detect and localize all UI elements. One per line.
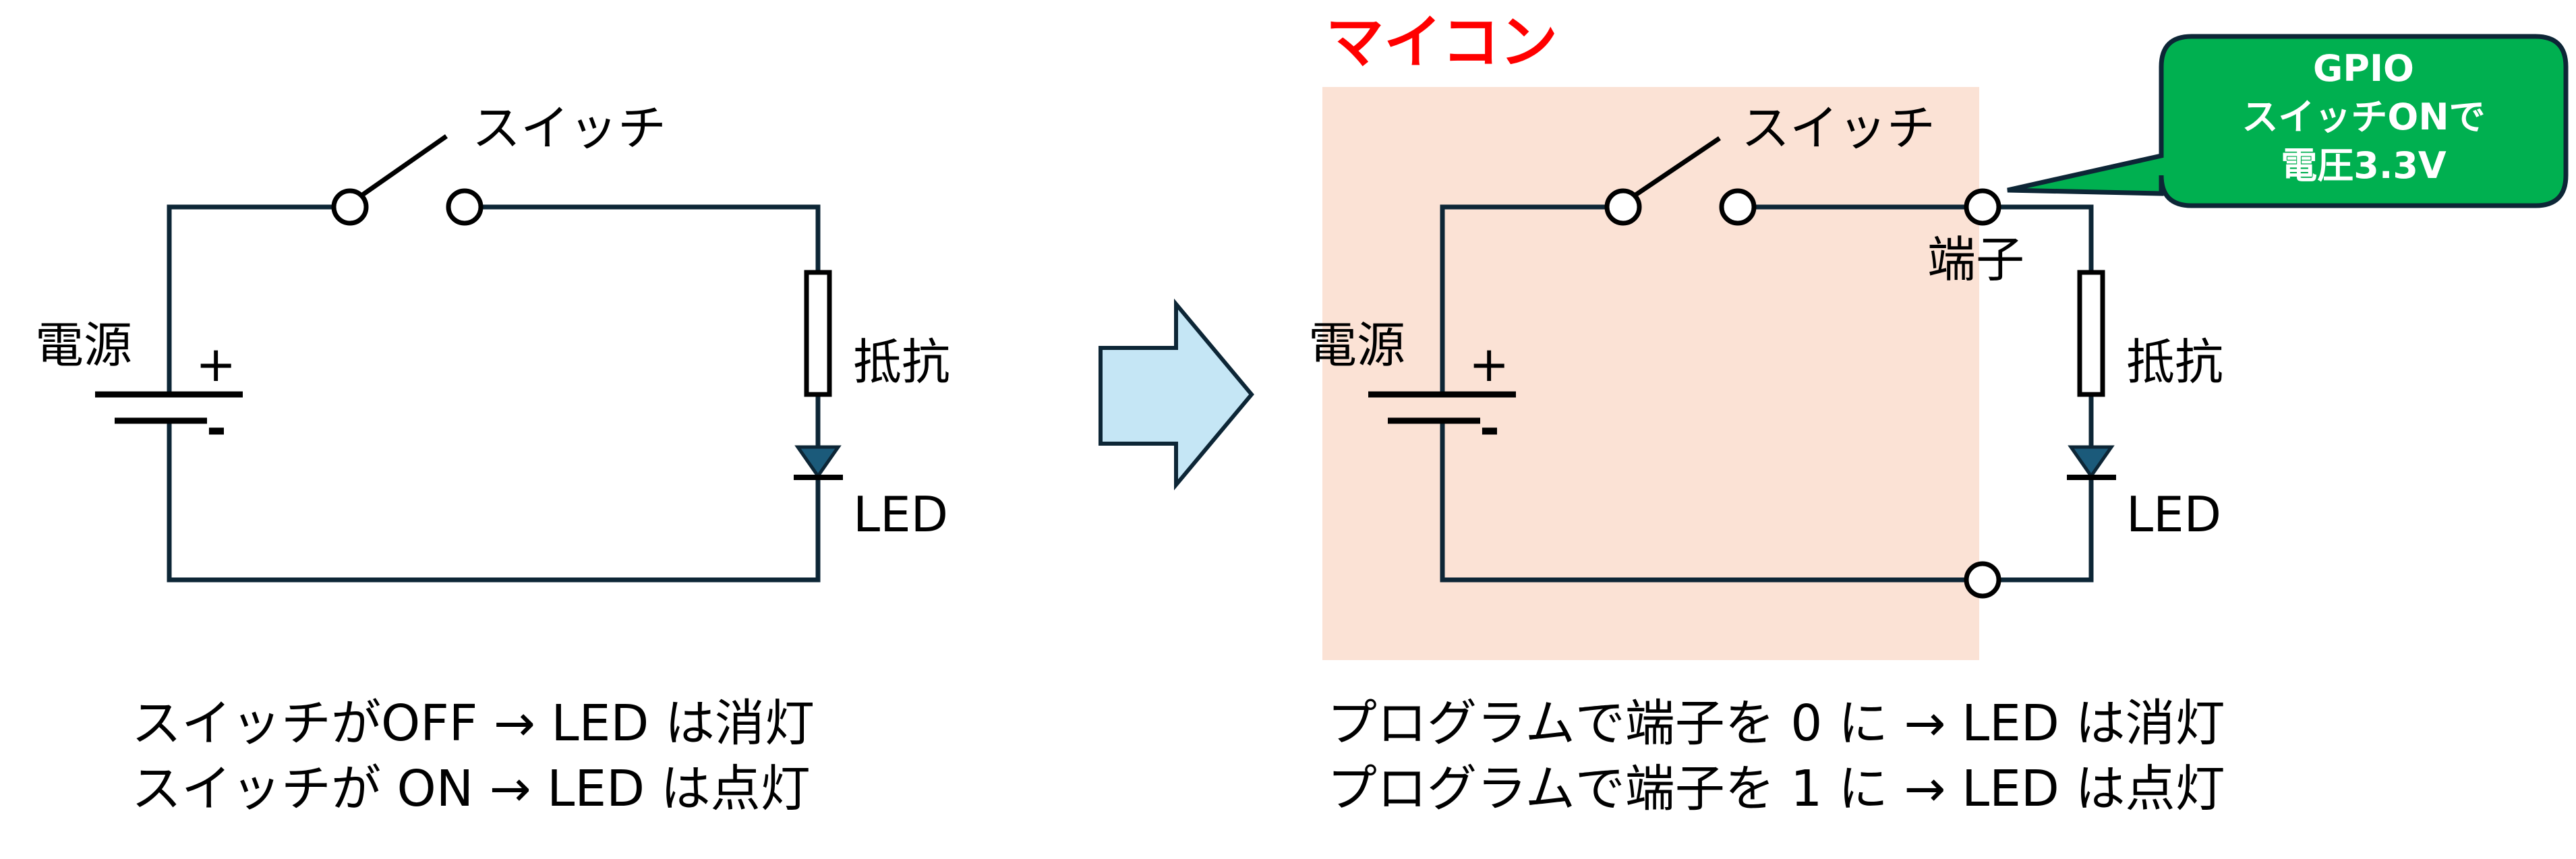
switch-label: スイッチ [1741,100,1935,156]
minus-sign: - [1480,400,1500,456]
switch-terminal-b [1719,188,1757,226]
right-caption-line2: プログラムで端子を 1 に → LED は点灯 [1327,760,2225,818]
resistor [2077,270,2105,397]
power-label: 電源 [1308,317,1405,374]
switch-terminal-a [1604,188,1642,226]
callout-line-1: GPIO [2313,47,2414,90]
right-wire-loop [1440,204,2094,583]
resistor [804,270,832,397]
switch-label: スイッチ [472,100,666,156]
switch-lever [1633,136,1721,198]
left-circuit: スイッチ 電源 + - 抵抗 LED スイッチがOFF → LED は消灯 スイ… [35,100,950,818]
gpio-callout: GPIO スイッチONで 電圧3.3V [2007,34,2569,208]
minus-sign: - [206,400,227,456]
right-circuit: マイコン スイッチ 端子 電源 + - 抵抗 LED GPIO スイッチONで … [1308,9,2569,818]
left-caption-line1: スイッチがOFF → LED は消灯 [131,694,815,752]
power-label: 電源 [35,317,132,374]
gpio-terminal-top [1964,188,2001,226]
led-diode-icon [2068,445,2115,479]
callout-line-3: 電圧3.3V [2281,144,2447,187]
resistor-label: 抵抗 [853,334,950,390]
callout-bubble [2007,34,2569,208]
switch-terminal-a [331,188,369,226]
left-caption-line2: スイッチが ON → LED は点灯 [131,760,811,818]
callout-line-2: スイッチONで [2242,96,2485,138]
terminal-label: 端子 [1927,231,2024,288]
led-diode-icon [794,445,842,479]
led-label: LED [2126,486,2221,543]
switch-lever [359,134,448,198]
right-arrow-icon [1099,298,1254,491]
mcu-area [1322,87,1979,660]
left-wire-loop [167,204,821,583]
mcu-title: マイコン [1326,9,1558,76]
resistor-label: 抵抗 [2126,334,2223,390]
plus-sign: + [196,336,236,392]
switch-terminal-b [446,188,484,226]
led-label: LED [853,486,948,543]
right-caption-line1: プログラムで端子を 0 に → LED は消灯 [1327,694,2225,752]
plus-sign: + [1469,336,1509,392]
gpio-terminal-bottom [1964,561,2001,599]
